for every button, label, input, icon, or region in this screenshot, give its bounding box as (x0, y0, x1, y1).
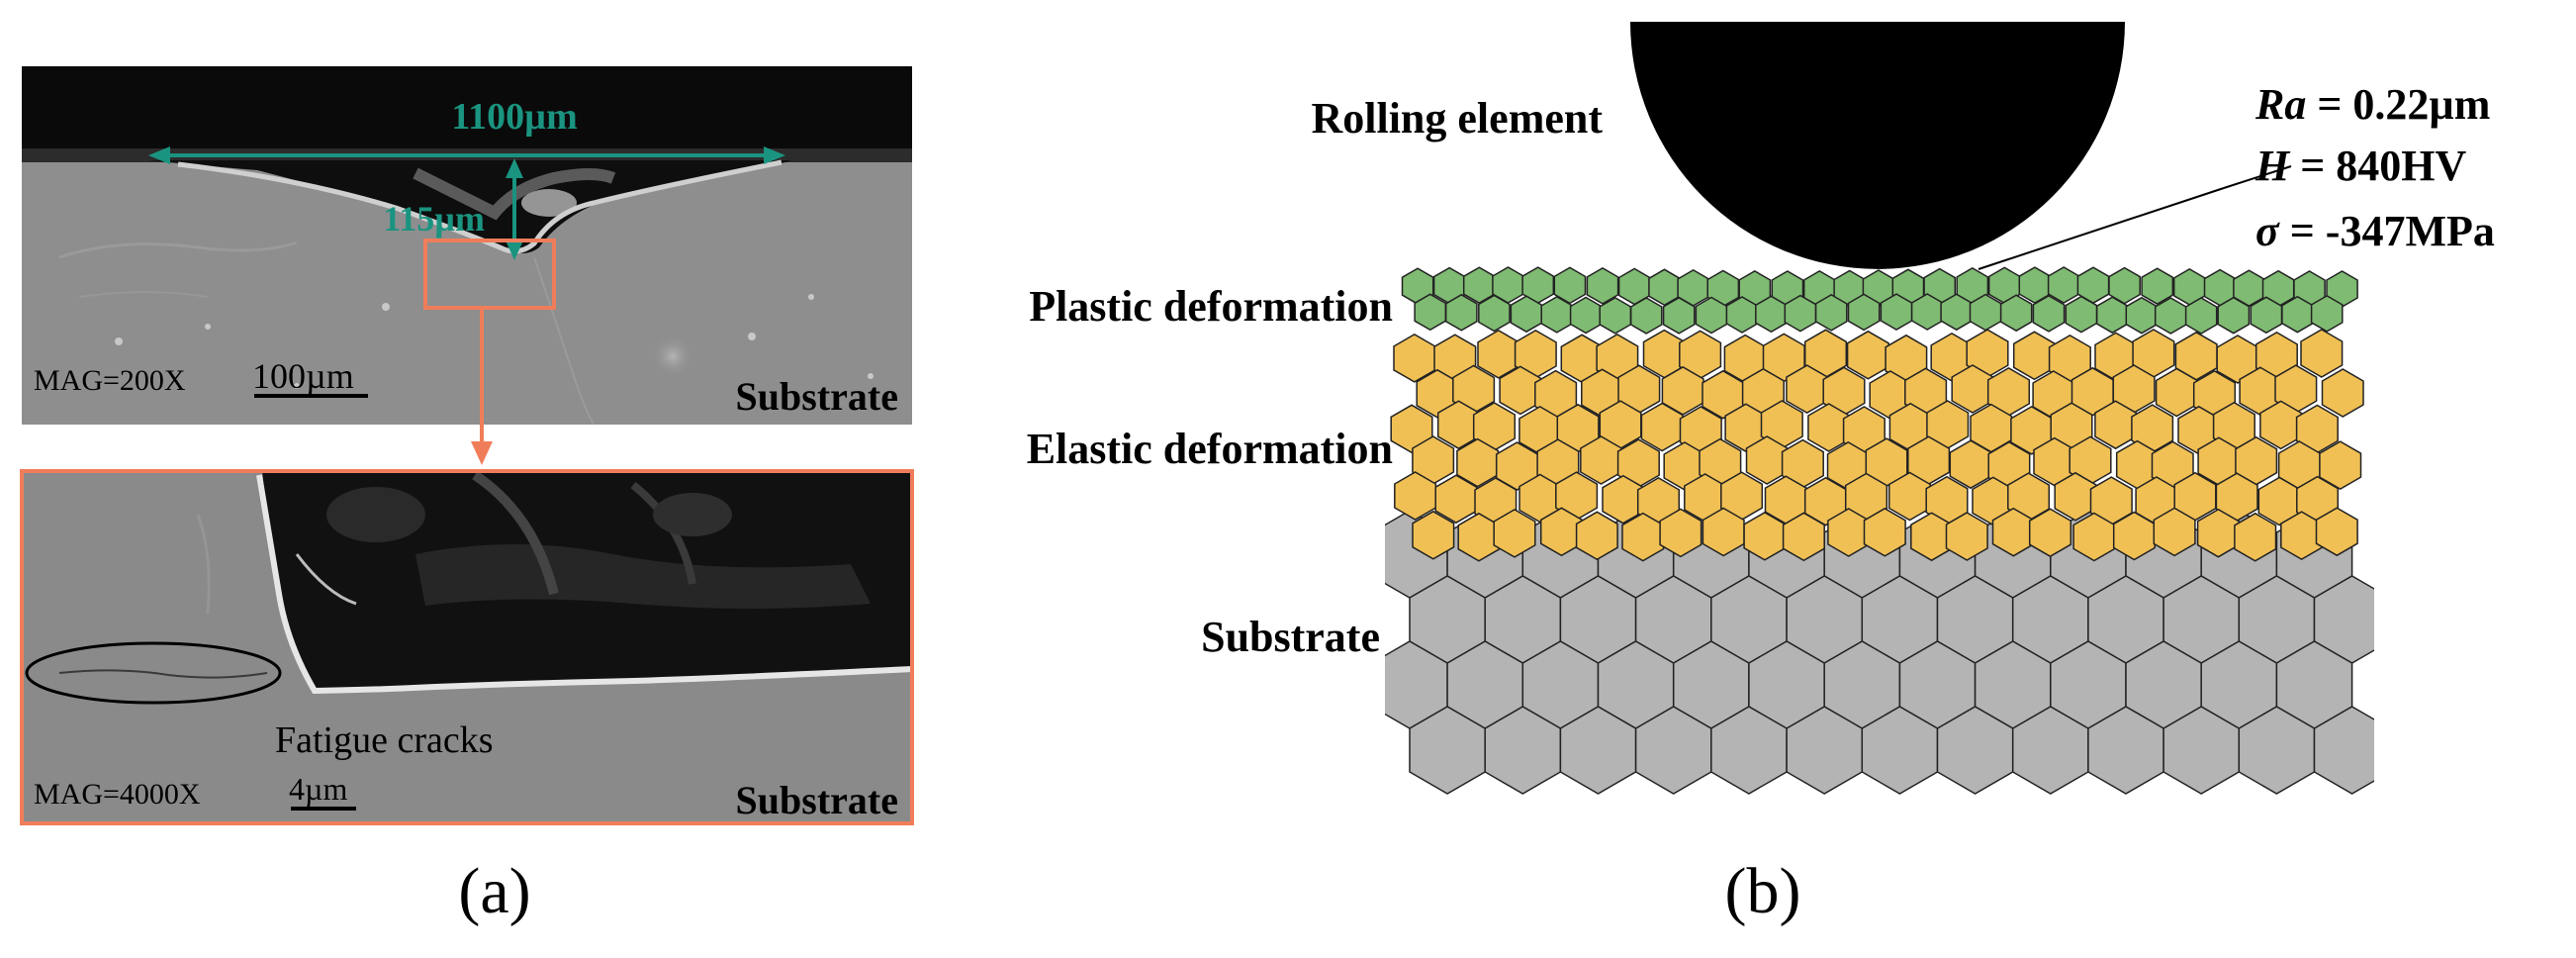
substrate-layer (1385, 510, 2374, 795)
caption-a: (a) (458, 855, 530, 927)
stress-symbol: σ (2255, 207, 2280, 255)
surface-layers (1385, 266, 2374, 795)
plastic-grain (1629, 297, 1663, 335)
substrate-label: Substrate (1201, 613, 1380, 661)
crater-depth-arrow (506, 158, 523, 260)
sem-image-bottom (22, 471, 912, 823)
surface-leader-tail (2223, 165, 2292, 189)
plastic-grain (2184, 297, 2218, 335)
roughness-text: Ra = 0.22µm (2254, 80, 2490, 129)
residual-stress-text: σ = -347MPa (2255, 207, 2495, 255)
elastic-grain (1702, 507, 1745, 557)
plastic-grain (1444, 293, 1478, 332)
plastic-grain (2141, 267, 2174, 306)
elastic-grain (1412, 510, 1455, 560)
hardness-text: H = 840HV (2254, 142, 2467, 190)
hardness-value: = 840HV (2289, 142, 2466, 190)
plastic-grain (2125, 296, 2159, 335)
elastic-grain (1659, 508, 1702, 558)
caption-b: (b) (1725, 855, 1801, 927)
elastic-grain (2028, 508, 2072, 558)
elastic-grain (2315, 507, 2358, 557)
top-mag-label: MAG=200X (34, 364, 186, 397)
plastic-grain (1553, 266, 1587, 305)
fatigue-crack-ellipse (25, 641, 282, 705)
elastic-grain (1887, 471, 1932, 522)
plastic-grain (1814, 294, 1848, 332)
fatigue-crack-label: Fatigue cracks (275, 719, 494, 761)
bottom-mag-label: MAG=4000X (34, 778, 201, 811)
elastic-grain (1945, 512, 1988, 561)
plastic-grain (1586, 267, 1619, 305)
plastic-grain (1478, 294, 1511, 333)
plastic-grain (2310, 295, 2344, 333)
zoom-region-box (423, 239, 556, 310)
elastic-grain (1390, 404, 1433, 454)
elastic-grain (2196, 508, 2240, 558)
elastic-grain (2319, 440, 2362, 490)
bottom-substrate-label: Substrate (736, 778, 898, 822)
surface-leader-line (1978, 187, 2225, 270)
elastic-grain (1575, 511, 1618, 561)
plastic-grain (1569, 296, 1603, 335)
zoom-arrow (471, 308, 493, 465)
top-substrate-label: Substrate (736, 374, 898, 419)
hardness-symbol: H (2254, 142, 2291, 190)
crater-width-arrow (148, 146, 785, 164)
plastic-grain (2217, 296, 2251, 335)
elastic-layer (1390, 329, 2364, 562)
roughness-value: = 0.22µm (2306, 80, 2490, 129)
crater-depth-label: 115µm (383, 199, 485, 239)
elastic-grain (2094, 400, 2138, 450)
elastic-grain (1394, 471, 1437, 521)
plastic-grain (1662, 297, 1696, 335)
substrate-grain (2313, 706, 2374, 795)
plastic-layer (1401, 266, 2358, 335)
elastic-grain (1640, 402, 1684, 452)
plastic-deformation-label: Plastic deformation (1029, 282, 1393, 331)
elastic-grain (1456, 437, 1500, 488)
elastic-grain (1846, 330, 1889, 380)
bottom-image-frame (20, 469, 914, 825)
plastic-grain (2032, 295, 2066, 333)
stress-value: = -347MPa (2279, 207, 2495, 255)
rolling-element (1630, 22, 2125, 269)
elastic-grain (2153, 507, 2196, 557)
sem-image-top (22, 66, 912, 425)
bottom-scale-label: 4µm (289, 771, 347, 807)
top-scale-label: 100µm (252, 356, 354, 396)
elastic-grain (1580, 435, 1623, 485)
plastic-grain (1847, 293, 1881, 332)
crater-width-label: 1100µm (451, 96, 577, 138)
elastic-grain (2300, 329, 2344, 378)
elastic-deformation-label: Elastic deformation (1027, 425, 1393, 473)
elastic-grain (1863, 507, 1906, 557)
elastic-grain (2321, 368, 2364, 418)
elastic-grain (2259, 400, 2303, 450)
elastic-grain (1493, 509, 1536, 558)
rolling-element-label: Rolling element (1311, 94, 1603, 143)
elastic-grain (2234, 512, 2277, 562)
elastic-grain (2054, 471, 2097, 522)
elastic-grain (1434, 474, 1478, 525)
plastic-grain (1999, 294, 2033, 333)
roughness-symbol: Ra (2254, 80, 2306, 129)
elastic-grain (1782, 512, 1825, 562)
